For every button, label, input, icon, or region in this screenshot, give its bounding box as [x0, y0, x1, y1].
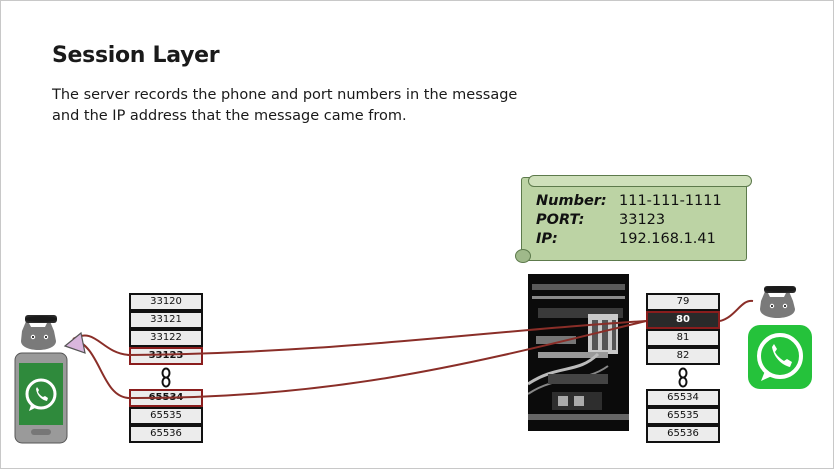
server-port-82: 82 — [646, 347, 720, 365]
server-port-65534: 65534 — [646, 389, 720, 407]
number-key: Number: — [536, 193, 607, 209]
phone-port-33120: 33120 — [129, 293, 203, 311]
phone-port-gap-icon — [161, 367, 171, 388]
description-text: The server records the phone and port nu… — [52, 87, 518, 124]
ip-key: IP: — [536, 231, 558, 247]
message-card-curl-top — [528, 175, 752, 187]
cat-mascot-icon-left — [21, 315, 57, 350]
phone-port-33121: 33121 — [129, 311, 203, 329]
port-value: 33123 — [619, 212, 666, 228]
phone-port-33123: 33123 — [129, 347, 203, 365]
number-value: 111-111-1111 — [619, 193, 722, 209]
ip-value: 192.168.1.41 — [619, 231, 716, 247]
server-port-79: 79 — [646, 293, 720, 311]
message-card-curl-bottom — [515, 249, 531, 263]
phone-port-65536: 65536 — [129, 425, 203, 443]
cat-mascot-icon-right — [760, 286, 796, 318]
server-image — [528, 274, 629, 431]
phone-port-33122: 33122 — [129, 329, 203, 347]
phone-port-65535: 65535 — [129, 407, 203, 425]
phone-port-65534: 65534 — [129, 389, 203, 407]
message-card — [521, 177, 747, 261]
server-port-81: 81 — [646, 329, 720, 347]
port-key: PORT: — [536, 212, 585, 228]
whatsapp-app-icon — [748, 325, 812, 389]
server-port-65535: 65535 — [646, 407, 720, 425]
server-port-gap-icon — [678, 367, 688, 388]
server-port-80: 80 — [646, 311, 720, 329]
connection-80-to-app — [719, 299, 754, 322]
megaphone-icon — [63, 331, 86, 354]
phone-whatsapp-icon — [14, 352, 68, 444]
server-port-65536: 65536 — [646, 425, 720, 443]
page-title: Session Layer — [52, 43, 220, 68]
